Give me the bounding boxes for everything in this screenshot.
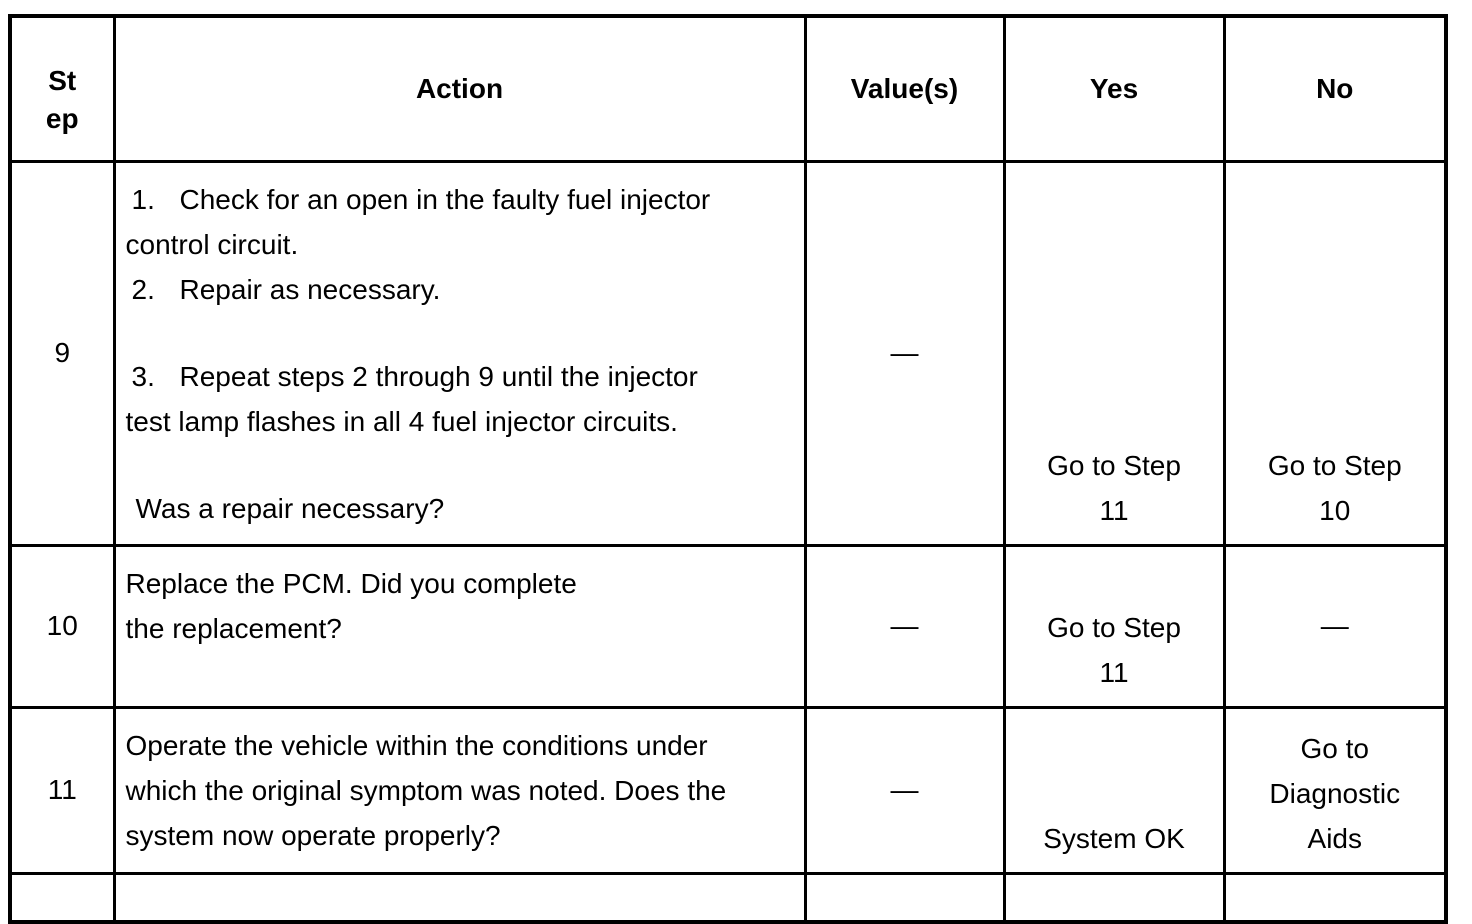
action-question: Was a repair necessary? (135, 492, 445, 524)
header-yes: Yes (1002, 14, 1226, 163)
action-cell: Replace the PCM. Did you complete the re… (112, 543, 807, 709)
list-number: 2. (131, 273, 155, 305)
no-result-line3: Aids (1307, 822, 1362, 854)
step-number: 11 (8, 705, 116, 875)
action-list-item-1-continuation: control circuit. (125, 228, 299, 260)
partial-row-cutoff (8, 871, 1448, 923)
header-step-line1: St (48, 64, 77, 96)
action-list-item-2: 2. Repair as necessary. (126, 267, 796, 312)
step-number: 9 (8, 159, 116, 547)
action-cell: Operate the vehicle within the condition… (112, 705, 807, 875)
partial-cell (1222, 871, 1448, 923)
step-number: 10 (8, 543, 116, 709)
action-list-item-3: 3. Repeat steps 2 through 9 until the inj… (126, 354, 796, 399)
header-no: No (1222, 14, 1448, 163)
blank-line (126, 312, 796, 354)
yes-result-line1: Go to Step (1047, 449, 1181, 481)
table-row-step-9: 9 1. Check for an open in the faulty fuel… (8, 159, 1448, 547)
yes-result-line2: 11 (1099, 494, 1129, 526)
no-cell: Go to Diagnostic Aids (1222, 705, 1448, 875)
list-number: 3. (131, 360, 155, 392)
partial-cell (803, 871, 1006, 923)
action-line2: the replacement? (125, 612, 342, 644)
no-result-line2: 10 (1319, 494, 1351, 526)
header-step: St ep (8, 14, 116, 163)
no-cell: Go to Step 10 (1222, 159, 1448, 547)
values-cell: — (803, 705, 1006, 875)
action-line2: which the original symptom was noted. Do… (125, 774, 727, 806)
yes-cell: System OK (1002, 705, 1226, 875)
action-list-item-3-continuation: test lamp flashes in all 4 fuel injector… (125, 405, 678, 437)
partial-cell (1002, 871, 1226, 923)
values-cell: — (803, 159, 1006, 547)
header-values: Value(s) (803, 14, 1006, 163)
partial-cell (8, 871, 116, 923)
diagnostic-procedure-table: St ep Action Value(s) Yes No 9 1. Check f… (8, 14, 1448, 924)
list-text: Repair as necessary. (179, 273, 441, 305)
header-step-label: St ep (13, 62, 111, 138)
blank-line (126, 444, 796, 486)
action-cell: 1. Check for an open in the faulty fuel i… (112, 159, 807, 547)
header-action: Action (112, 14, 807, 163)
yes-cell: Go to Step 11 (1002, 543, 1226, 709)
no-result-line1: Go to Step (1267, 449, 1402, 481)
partial-cell (112, 871, 807, 923)
action-line1: Replace the PCM. Did you complete (125, 567, 577, 599)
list-text: Repeat steps 2 through 9 until the injec… (179, 360, 698, 392)
yes-result-line1: Go to Step (1047, 611, 1181, 643)
list-text: Check for an open in the faulty fuel inj… (179, 183, 711, 215)
no-cell: — (1222, 543, 1448, 709)
yes-result-line2: 11 (1099, 656, 1129, 688)
values-cell: — (803, 543, 1006, 709)
action-line3: system now operate properly? (125, 819, 501, 851)
no-result-line1: Go to (1300, 732, 1369, 764)
table-row-step-10: 10 Replace the PCM. Did you complete the… (8, 543, 1448, 709)
no-result-line2: Diagnostic (1269, 777, 1401, 809)
yes-cell: Go to Step 11 (1002, 159, 1226, 547)
list-number: 1. (131, 183, 155, 215)
header-step-line2: ep (45, 102, 79, 134)
action-list-item-1: 1. Check for an open in the faulty fuel i… (126, 177, 796, 222)
header-row: St ep Action Value(s) Yes No (8, 14, 1448, 163)
action-line1: Operate the vehicle within the condition… (125, 729, 708, 761)
table-row-step-11: 11 Operate the vehicle within the condit… (8, 705, 1448, 875)
